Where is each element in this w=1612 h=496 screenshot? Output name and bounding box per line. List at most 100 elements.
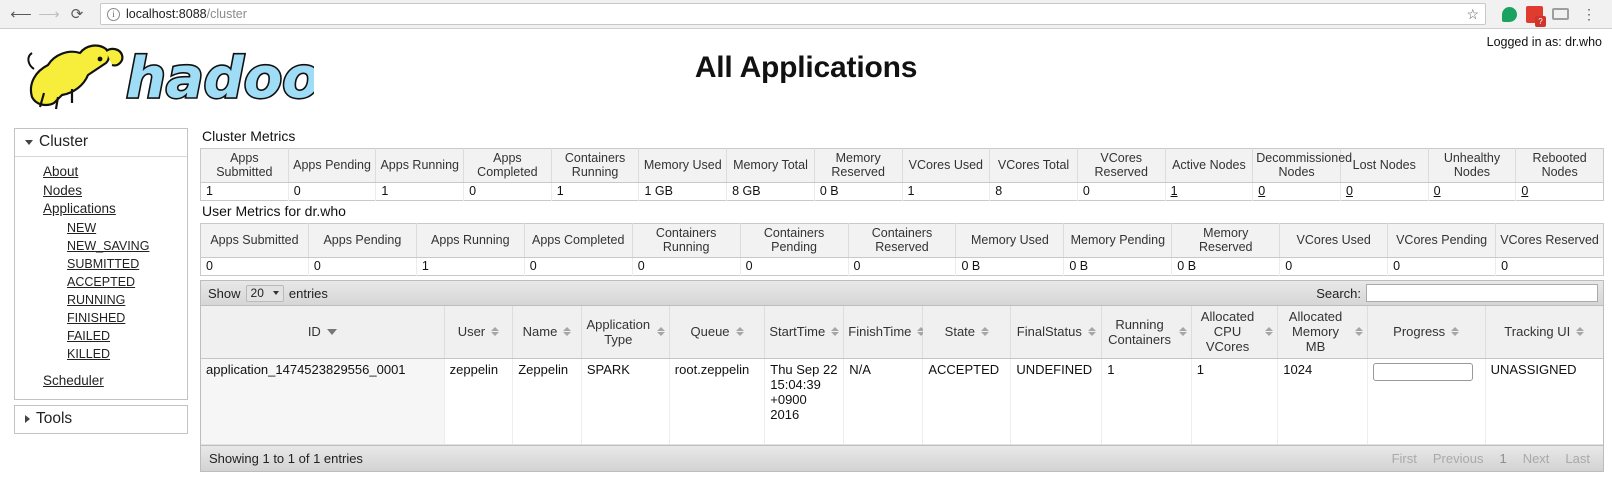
sidebar-item-nodes[interactable]: Nodes (43, 182, 83, 198)
column-header-allocated-memory-mb[interactable]: Allocated Memory MB (1277, 306, 1368, 359)
cluster-metric-header-vcores-reserved: VCores Reserved (1077, 148, 1166, 183)
column-header-progress[interactable]: Progress (1367, 306, 1486, 359)
column-header-state[interactable]: State (922, 306, 1012, 359)
cluster-metric-value-vcores-total: 8 (989, 182, 1078, 201)
column-header-user[interactable]: User (444, 306, 514, 359)
pagination: First Previous 1 Next Last (1385, 450, 1597, 467)
user-metric-value-vcores-used: 0 (1279, 257, 1389, 276)
cluster-metric-header-lost-nodes: Lost Nodes (1340, 148, 1429, 183)
entries-length-value: 20 (250, 286, 264, 300)
cluster-metric-value-lost-nodes[interactable]: 0 (1340, 182, 1429, 201)
sidebar-cluster-header[interactable]: Cluster (15, 129, 187, 157)
cluster-metric-header-vcores-used: VCores Used (902, 148, 991, 183)
column-label: Progress (1393, 324, 1446, 339)
sort-both-icon (917, 327, 926, 336)
user-metric-value-apps-completed: 0 (524, 257, 633, 276)
cluster-metric-value-unhealthy-nodes[interactable]: 0 (1428, 182, 1517, 201)
search-input[interactable] (1366, 284, 1598, 302)
pagination-page-1[interactable]: 1 (1499, 451, 1507, 466)
column-label: StartTime (769, 324, 826, 339)
column-header-finishtime[interactable]: FinishTime (843, 306, 926, 359)
extension-badge-icon[interactable] (1526, 5, 1546, 27)
hangouts-icon[interactable] (1502, 6, 1517, 22)
user-metric-header-vcores-used: VCores Used (1279, 223, 1389, 258)
sidebar-item-submitted[interactable]: SUBMITTED (67, 256, 140, 271)
cell-final-status: UNDEFINED (1010, 358, 1103, 445)
sidebar-item-accepted[interactable]: ACCEPTED (67, 274, 136, 289)
cluster-metric-value-apps-completed: 0 (463, 182, 552, 201)
sort-both-icon (656, 327, 665, 336)
sidebar-item-scheduler[interactable]: Scheduler (43, 372, 104, 388)
entries-length-control: Show 20 entries (208, 284, 328, 302)
column-header-finalstatus[interactable]: FinalStatus (1010, 306, 1103, 359)
cell-application-id[interactable]: application_1474523829556_0001 (201, 358, 445, 445)
address-bar[interactable]: i localhost:8088/cluster ☆ (100, 3, 1486, 25)
pagination-last[interactable]: Last (1565, 451, 1590, 466)
star-icon[interactable]: ☆ (1466, 5, 1479, 22)
column-header-id[interactable]: ID (201, 306, 445, 359)
column-label: Tracking UI (1504, 324, 1571, 339)
back-arrow-icon[interactable]: ⟵ (10, 5, 32, 23)
column-header-allocated-cpu-vcores[interactable]: Allocated CPU VCores (1191, 306, 1279, 359)
cell-tracking-ui[interactable]: UNASSIGNED (1485, 358, 1603, 445)
cluster-metric-header-apps-pending: Apps Pending (288, 148, 377, 183)
sidebar-item-failed[interactable]: FAILED (67, 328, 111, 343)
sidebar-item-applications[interactable]: Applications (43, 201, 116, 216)
sidebar-item-about[interactable]: About (43, 164, 79, 179)
column-header-label-id: ID (308, 324, 337, 339)
column-header-label-allocated-memory-mb: Allocated Memory MB (1282, 309, 1363, 354)
sidebar-tools-header[interactable]: Tools (15, 406, 187, 433)
cell-application-id-link[interactable]: application_1474523829556_0001 (206, 362, 406, 377)
column-label: Application Type (586, 316, 651, 347)
cluster-metric-value-active-nodes[interactable]: 1 (1165, 182, 1254, 201)
column-label: Allocated CPU VCores (1200, 309, 1255, 354)
sort-both-icon (981, 327, 990, 336)
column-header-tracking-ui[interactable]: Tracking UI (1485, 306, 1603, 359)
column-header-label-application-type: Application Type (586, 317, 665, 347)
cluster-metric-header-memory-used: Memory Used (638, 148, 728, 183)
pagination-next[interactable]: Next (1522, 451, 1550, 466)
sidebar-item-running[interactable]: RUNNING (67, 292, 126, 307)
cluster-metric-value-rebooted-nodes[interactable]: 0 (1521, 184, 1529, 198)
site-info-icon[interactable]: i (107, 7, 120, 21)
url-host: localhost:8088 (126, 7, 207, 21)
column-header-queue[interactable]: Queue (669, 306, 766, 359)
reload-icon[interactable]: ⟳ (70, 5, 84, 23)
cast-icon[interactable] (1552, 8, 1569, 20)
cluster-metric-value-apps-running: 1 (375, 182, 465, 201)
column-header-name[interactable]: Name (512, 306, 582, 359)
cluster-metric-value-decommissioned-nodes[interactable]: 0 (1252, 182, 1341, 201)
cell-tracking-ui-link[interactable]: UNASSIGNED (1490, 362, 1577, 377)
column-header-label-queue: Queue (691, 324, 744, 339)
sidebar-item-new-saving[interactable]: NEW_SAVING (67, 238, 150, 253)
sidebar-item-new[interactable]: NEW (67, 220, 97, 235)
pagination-first[interactable]: First (1391, 451, 1417, 466)
chevron-right-icon (25, 415, 30, 423)
entries-length-select[interactable]: 20 (245, 284, 284, 302)
page-title: All Applications (694, 51, 918, 84)
sort-both-icon (1265, 327, 1274, 336)
user-metric-header-vcores-reserved: VCores Reserved (1495, 223, 1604, 258)
sidebar-item-killed[interactable]: KILLED (67, 346, 111, 361)
column-header-running-containers[interactable]: Running Containers (1101, 306, 1192, 359)
kebab-menu-icon[interactable]: ⋮ (1582, 6, 1596, 22)
column-header-label-allocated-cpu-vcores: Allocated CPU VCores (1196, 309, 1274, 354)
user-metric-header-apps-pending: Apps Pending (308, 223, 417, 258)
user-metric-value-apps-running: 1 (416, 257, 525, 276)
cluster-metric-header-apps-submitted: Apps Submitted (200, 148, 289, 183)
pagination-previous[interactable]: Previous (1432, 451, 1484, 466)
column-header-starttime[interactable]: StartTime (764, 306, 845, 359)
cell-running-containers: 1 (1101, 358, 1192, 445)
user-metric-header-apps-submitted: Apps Submitted (200, 223, 309, 258)
user-metric-header-containers-running: Containers Running (632, 223, 741, 258)
column-header-application-type[interactable]: Application Type (581, 306, 670, 359)
sidebar-item-finished[interactable]: FINISHED (67, 310, 126, 325)
user-metric-value-apps-pending: 0 (308, 257, 417, 276)
sort-both-icon (1451, 327, 1460, 336)
cluster-metric-value-vcores-used: 1 (902, 182, 991, 201)
forward-arrow-icon[interactable]: ⟶ (38, 5, 60, 23)
sort-both-icon (1354, 327, 1363, 336)
sidebar-section-cluster: Cluster About Nodes Applications NEW NEW… (14, 128, 188, 400)
